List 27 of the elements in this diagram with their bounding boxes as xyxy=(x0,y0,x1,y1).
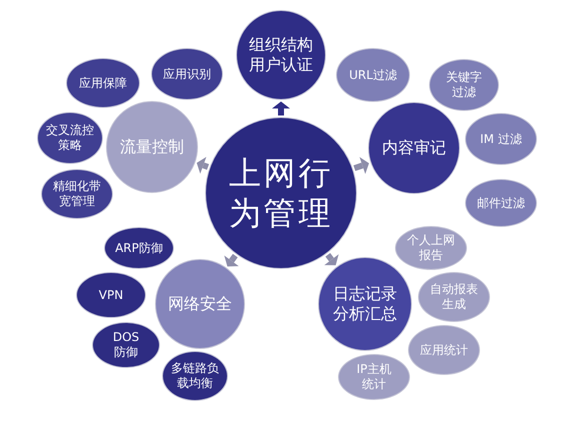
item-ellipse: 自动报表生成 xyxy=(418,272,490,322)
topic-circle: 日志记录分析汇总 xyxy=(318,257,412,351)
item-ellipse: 关键字过滤 xyxy=(429,59,499,111)
item-ellipse: IM 过滤 xyxy=(465,113,537,165)
item-ellipse: IP主机统计 xyxy=(338,354,410,400)
item-ellipse: 多链路负载均衡 xyxy=(162,351,228,401)
item-ellipse: ARP防御 xyxy=(104,227,174,269)
hub-circle: 上网行为管理 xyxy=(205,117,357,269)
arrow xyxy=(196,156,210,174)
arrow xyxy=(272,102,290,116)
item-ellipse: 应用识别 xyxy=(151,48,223,100)
item-ellipse: 应用保障 xyxy=(66,58,140,108)
topic-circle: 内容审记 xyxy=(368,102,460,194)
item-ellipse: 应用统计 xyxy=(408,325,480,375)
item-ellipse: DOS防御 xyxy=(92,322,160,368)
topic-circle: 网络安全 xyxy=(155,259,245,349)
item-ellipse: 交叉流控策略 xyxy=(37,112,103,164)
item-ellipse: URL过滤 xyxy=(336,48,410,102)
item-ellipse: 个人上网报告 xyxy=(395,226,467,270)
item-ellipse: 邮件过滤 xyxy=(465,179,537,227)
arrow xyxy=(224,254,239,266)
topic-circle: 组织结构用户认证 xyxy=(236,10,326,100)
topic-circle: 流量控制 xyxy=(106,101,198,193)
arrow xyxy=(353,156,370,174)
item-ellipse: 精细化带宽管理 xyxy=(41,169,113,219)
arrow xyxy=(324,253,339,266)
item-ellipse: VPN xyxy=(76,272,146,318)
